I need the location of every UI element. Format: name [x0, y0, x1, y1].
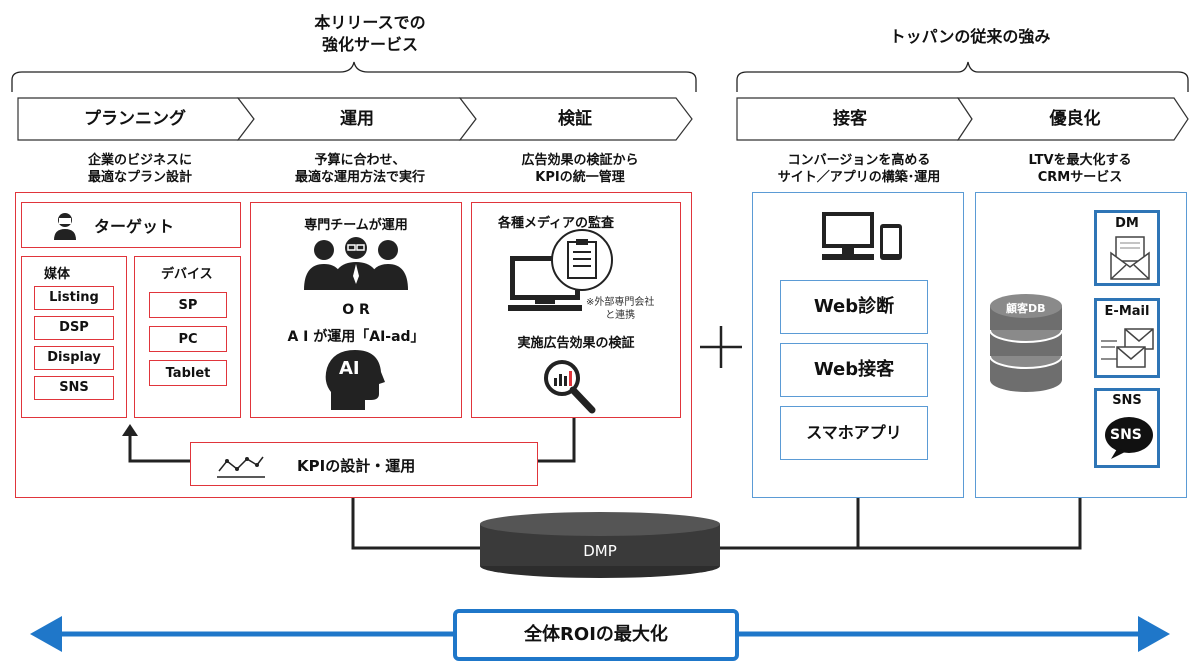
operation-box — [250, 202, 462, 418]
desc-planning: 企業のビジネスに 最適なプラン設計 — [40, 152, 240, 186]
device-pc: PC — [149, 326, 227, 352]
verification-note-2: と連携 — [605, 310, 636, 321]
cx-web-service: Web接客 — [780, 343, 928, 397]
device-title: デバイス — [161, 267, 213, 282]
operation-team-label: 専門チームが運用 — [304, 218, 408, 233]
crm-dm-label: DM — [1115, 216, 1139, 231]
device-box: デバイス — [134, 256, 241, 418]
brace-left — [11, 61, 1189, 92]
cx-web-diagnosis: Web診断 — [780, 280, 928, 334]
database-icon — [989, 294, 1063, 392]
red-container — [15, 192, 692, 498]
envelope-letter-icon — [1110, 236, 1150, 280]
team-icon — [304, 237, 408, 290]
desc-cx: コンバージョンを高める サイト／アプリの構築･運用 — [745, 152, 973, 186]
media-dsp: DSP — [34, 316, 114, 340]
desc-crm-1: LTVを最大化する — [1028, 153, 1132, 168]
stage-chevrons — [17, 97, 1189, 141]
sns-bubble-text: SNS — [1110, 427, 1142, 443]
desc-verification-2: KPIの統一管理 — [535, 170, 625, 185]
device-sp: SP — [149, 292, 227, 318]
verification-note: ※外部専門会社 と連携 — [586, 296, 654, 322]
desc-operation-1: 予算に合わせ、 — [314, 153, 406, 168]
header-right: トッパンの従来の強み — [889, 27, 1051, 46]
desc-crm: LTVを最大化する CRMサービス — [975, 152, 1185, 186]
media-listing: Listing — [34, 286, 114, 310]
verification-effect-label: 実施広告効果の検証 — [517, 336, 635, 351]
stage-cx: 接客 — [833, 109, 867, 129]
pc-phone-icon — [822, 212, 902, 260]
header-left: 本リリースでの 強化サービス — [240, 12, 500, 56]
stage-operation: 運用 — [340, 109, 374, 129]
media-display: Display — [34, 346, 114, 370]
header-left-line2: 強化サービス — [321, 35, 418, 54]
crm-sns-label: SNS — [1112, 393, 1142, 408]
desc-operation: 予算に合わせ、 最適な運用方法で実行 — [255, 152, 465, 186]
kpi-box: KPIの設計・運用 — [190, 442, 538, 486]
magnifier-chart-icon — [544, 360, 596, 414]
ai-icon-text: AI — [339, 358, 360, 379]
stage-crm-shape — [956, 97, 1189, 141]
crm-email: E-Mail — [1094, 298, 1160, 378]
stage-planning: プランニング — [84, 109, 186, 129]
line-chart-icon — [217, 456, 265, 478]
crm-dm: DM — [1094, 210, 1160, 286]
desc-cx-2: サイト／アプリの構築･運用 — [777, 170, 941, 185]
person-icon — [54, 213, 76, 240]
desc-operation-2: 最適な運用方法で実行 — [294, 170, 425, 185]
desc-planning-2: 最適なプラン設計 — [87, 170, 192, 185]
media-box: 媒体 — [21, 256, 127, 418]
cx-container — [752, 192, 964, 498]
stage-verification-shape — [458, 97, 693, 141]
crm-sns: SNS SNS — [1094, 388, 1160, 468]
crm-db-label: 顧客DB — [1006, 302, 1046, 315]
verification-note-1: ※外部専門会社 — [586, 297, 655, 308]
kpi-label: KPIの設計・運用 — [297, 457, 416, 475]
target-label: ターゲット — [94, 217, 175, 236]
device-tablet: Tablet — [149, 360, 227, 386]
dmp-cylinder — [480, 512, 720, 578]
crm-email-label: E-Mail — [1104, 304, 1150, 319]
desc-verification-1: 広告効果の検証から — [521, 153, 639, 168]
media-title: 媒体 — [44, 267, 71, 282]
monitor-clipboard-icon — [508, 229, 613, 311]
ai-head-icon — [325, 350, 385, 410]
desc-verification: 広告効果の検証から KPIの統一管理 — [475, 152, 685, 186]
target-box: ターゲット — [21, 202, 241, 248]
roi-label: 全体ROIの最大化 — [524, 624, 668, 645]
header-left-line1: 本リリースでの — [314, 13, 426, 32]
verification-box — [471, 202, 681, 418]
operation-ai-label: A I が運用「AI-ad」 — [287, 329, 425, 345]
cx-smartphone-app: スマホアプリ — [780, 406, 928, 460]
media-sns: SNS — [34, 376, 114, 400]
roi-box: 全体ROIの最大化 — [453, 609, 739, 661]
desc-cx-1: コンバージョンを高める — [787, 153, 931, 168]
crm-container — [975, 192, 1187, 498]
desc-crm-2: CRMサービス — [1037, 170, 1123, 185]
plus-icon — [700, 326, 742, 368]
dmp-label: DMP — [583, 542, 617, 560]
speech-bubble-icon — [1105, 417, 1153, 459]
stage-verification: 検証 — [558, 109, 592, 129]
stage-crm: 優良化 — [1049, 109, 1101, 129]
verification-audit-label: 各種メディアの監査 — [497, 216, 615, 231]
desc-planning-1: 企業のビジネスに — [87, 153, 192, 168]
operation-or: O R — [342, 302, 370, 318]
email-envelopes-icon — [1101, 328, 1154, 368]
